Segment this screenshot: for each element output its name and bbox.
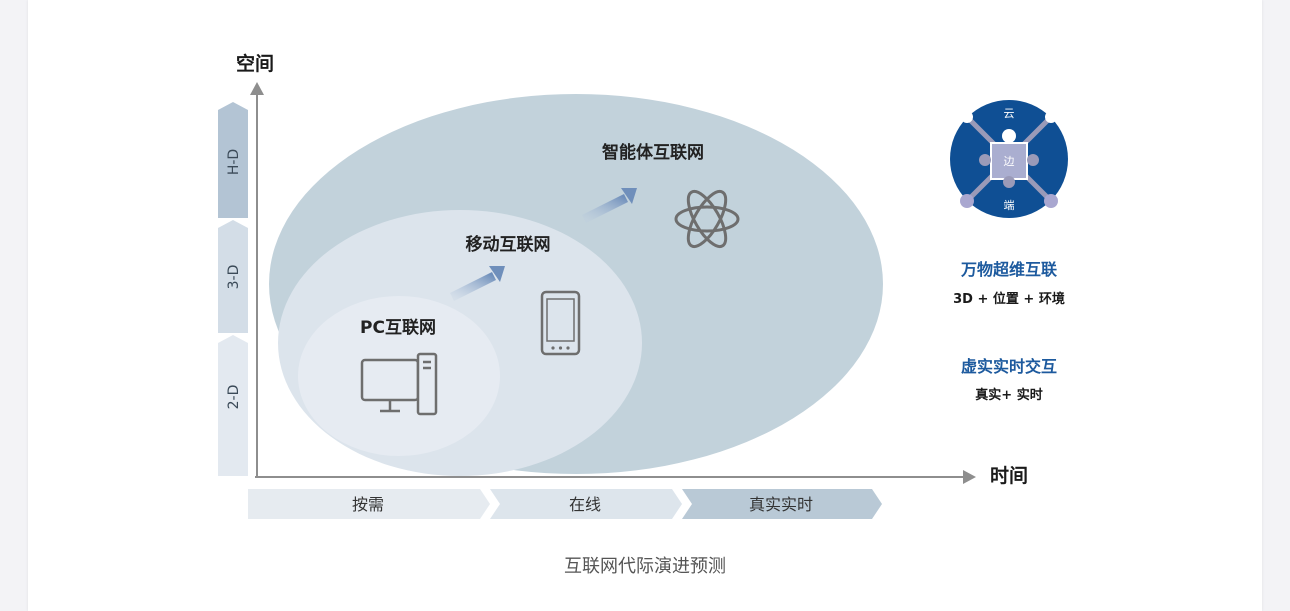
pc-internet-label: PC互联网 [360, 318, 436, 338]
progress-arrow-icon [581, 188, 637, 224]
intelligent-internet-label: 智能体互联网 [602, 142, 704, 163]
pc-internet-zone [298, 296, 500, 456]
stage-label-online: 在线 [569, 495, 601, 514]
feature-title-hyperdimensional: 万物超维互联 [960, 260, 1057, 279]
progress-arrow-icon [449, 266, 505, 302]
smartphone-icon [540, 290, 581, 356]
level-label-hd: H-D [226, 149, 242, 175]
stage-band-on-demand [248, 489, 490, 519]
desktop-computer-icon [360, 352, 438, 416]
x-axis-arrow-icon [963, 470, 976, 484]
level-label-2d: 2-D [226, 385, 242, 410]
feature-detail-hyperdimensional: 3D + 位置 + 环境 [953, 291, 1065, 307]
stage-band-online [490, 489, 682, 519]
y-axis-arrow-icon [250, 82, 264, 95]
logo-device-label: 端 [1004, 199, 1015, 212]
stage-label-on-demand: 按需 [352, 495, 384, 514]
mobile-internet-label: 移动互联网 [466, 234, 551, 255]
x-axis-title: 时间 [990, 465, 1028, 487]
logo-cloud-label: 云 [1004, 107, 1015, 120]
level-band-3d [218, 220, 248, 333]
feature-title-realtime: 虚实实时交互 [961, 357, 1057, 376]
logo-edge-label: 边 [1004, 155, 1015, 168]
feature-detail-realtime: 真实+ 实时 [975, 387, 1042, 403]
cloud-edge-device-logo: 云 边 端 [950, 100, 1068, 218]
stage-label-realtime: 真实实时 [749, 495, 813, 514]
y-axis-title: 空间 [236, 52, 274, 75]
stage-band-realtime [682, 489, 882, 519]
level-band-hd [218, 102, 248, 218]
figure-caption: 互联网代际演进预测 [564, 556, 726, 577]
level-band-2d [218, 335, 248, 476]
level-label-3d: 3-D [226, 265, 242, 290]
atom-icon [674, 189, 740, 249]
